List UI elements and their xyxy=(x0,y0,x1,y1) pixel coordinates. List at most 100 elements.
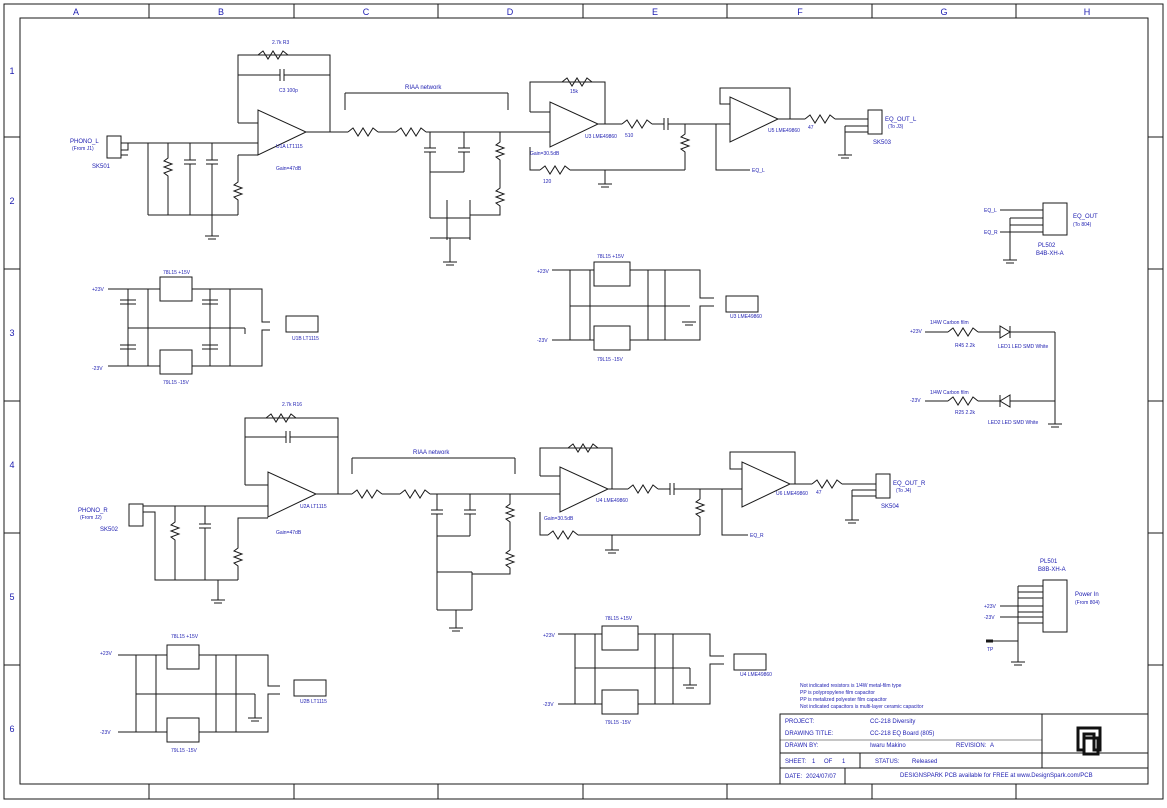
row-label-3: 3 xyxy=(9,328,14,338)
r-120-label: 120 xyxy=(543,179,552,185)
power-in-sub: (From 804) xyxy=(1075,600,1100,606)
project-value: CC-218 Diversity xyxy=(870,719,915,725)
eq-out-l-sub: (To J3) xyxy=(888,124,904,130)
power-block-top-right: 78L15 +15V 79L15 -15V +23V -23V U3 LME49… xyxy=(537,254,762,363)
reg-neg-label-2: 79L15 -15V xyxy=(597,357,624,363)
pl502-block: EQ_L EQ_R EQ_OUT (To 804) PL502 B4B-XH-A xyxy=(984,202,1098,264)
drawn-by-value: Iwaru Makino xyxy=(870,743,906,749)
reg-pos-label-3: 78L15 +15V xyxy=(171,634,199,640)
revision-label: REVISION: xyxy=(956,743,987,749)
riaa-top-label: RIAA network xyxy=(405,85,442,91)
pl501-connector xyxy=(1042,579,1068,633)
pl502-type-label: B4B-XH-A xyxy=(1036,251,1064,257)
power-in-label: Power In xyxy=(1075,592,1099,598)
eq-out-r-sub: (To J4) xyxy=(896,488,912,494)
notes: Not indicated resistors is 1/4W metal-fi… xyxy=(800,683,924,710)
rail-neg-label-3: -23V xyxy=(100,730,111,736)
note-1: Not indicated resistors is 1/4W metal-fi… xyxy=(800,683,902,689)
led-rail-neg: -23V xyxy=(910,398,921,404)
led1-label: LED1 LED SMD White xyxy=(998,344,1049,350)
left-channel-circuit: PHONO_L (From J1) SK501 U1A LT1115 Gain=… xyxy=(70,40,917,266)
gain-bottom-label: Gain=47dB xyxy=(276,530,302,536)
r3-label: 2.7k R3 xyxy=(272,40,289,46)
sheet-total: 1 xyxy=(842,759,846,765)
sk504-connector xyxy=(875,473,891,499)
u4-opamp xyxy=(559,466,610,513)
note-3: PP is metalized polyester film capacitor xyxy=(800,697,887,703)
project-label: PROJECT: xyxy=(785,719,814,725)
eq-l-net-label: EQ_L xyxy=(752,168,765,174)
u2a-opamp xyxy=(267,471,318,518)
sk501-connector xyxy=(106,135,122,159)
r-15k-label: 15k xyxy=(570,89,579,95)
col-label-d: D xyxy=(507,7,514,17)
tp-label: TP xyxy=(987,647,994,653)
resistor-r1 xyxy=(162,143,174,215)
gain-top-label: Gain=47dB xyxy=(276,166,302,172)
eq-out-block-sub: (To 804) xyxy=(1073,222,1092,228)
row-label-1: 1 xyxy=(9,66,14,76)
c3-label: C3 100p xyxy=(279,88,298,94)
reg-pos-label-1: 78L15 +15V xyxy=(163,270,191,276)
status-value: Released xyxy=(912,759,937,765)
r-510-label: 510 xyxy=(625,133,634,139)
sk503-label: SK503 xyxy=(873,140,892,146)
riaa-bottom-label: RIAA network xyxy=(413,450,450,456)
eq-out-l-label: EQ_OUT_L xyxy=(885,117,917,123)
gain-top2-label: Gain=30.5dB xyxy=(530,151,560,157)
phono-r-sub: (From J2) xyxy=(80,515,102,521)
u4-label: U4 LME49860 xyxy=(596,498,628,504)
reg-neg-label-1: 79L15 -15V xyxy=(163,380,190,386)
power-block-top-left: 78L15 +15V 79L15 -15V +23V -23V U1B LT11… xyxy=(92,270,319,386)
u3b-label: U3 LME49860 xyxy=(730,314,762,320)
reg-pos-label-2: 78L15 +15V xyxy=(597,254,625,260)
led-note-2: 1/4W Carbon film xyxy=(930,390,969,396)
u3-opamp xyxy=(549,101,600,148)
pl501-type-label: B8B-XH-A xyxy=(1038,567,1066,573)
pl502-connector xyxy=(1042,202,1068,236)
u4b-label: U4 LME49860 xyxy=(740,672,772,678)
right-channel-circuit: PHONO_R (From J2) SK502 U2A LT1115 Gain=… xyxy=(78,402,926,632)
note-2: PP is polypropylene film capacitor xyxy=(800,690,875,696)
u6-opamp xyxy=(741,461,792,508)
drawing-title-value: CC-218 EQ Board (805) xyxy=(870,731,934,737)
rail-neg-label-4: -23V xyxy=(543,702,554,708)
power-block-bottom-right: 78L15 +15V 79L15 -15V +23V -23V U4 LME49… xyxy=(543,616,772,726)
drawing-title-label: DRAWING TITLE: xyxy=(785,731,834,737)
row-label-2: 2 xyxy=(9,196,14,206)
u1b-block xyxy=(285,315,319,333)
phono-l-sub: (From J1) xyxy=(72,146,94,152)
u6-label: U6 LME49860 xyxy=(776,491,808,497)
sheet-label: SHEET: xyxy=(785,759,806,765)
phono-l-label: PHONO_L xyxy=(70,139,99,145)
eq-r-net-label: EQ_R xyxy=(750,533,764,539)
revision-value: A xyxy=(990,743,994,749)
row-label-4: 4 xyxy=(9,460,14,470)
u5-label: U5 LME49860 xyxy=(768,128,800,134)
pl501-label: PL501 xyxy=(1040,559,1058,565)
note-4: Not indicated capacitors is multi-layer … xyxy=(800,704,924,710)
reg-neg-label-3: 79L15 -15V xyxy=(171,748,198,754)
row-label-6: 6 xyxy=(9,724,14,734)
status-label: STATUS: xyxy=(875,759,900,765)
led-rail-pos: +23V xyxy=(910,329,922,335)
power-block-bottom-left: 78L15 +15V 79L15 -15V +23V -23V U2B LT11… xyxy=(100,634,327,754)
reg-neg-label-4: 79L15 -15V xyxy=(605,720,632,726)
sk501-label: SK501 xyxy=(92,164,111,170)
u3b-block xyxy=(725,295,759,313)
rail-neg-label-1: -23V xyxy=(92,366,103,372)
r47-top-label: 47 xyxy=(808,125,814,131)
pl502-label: PL502 xyxy=(1038,243,1056,249)
designspark-logo-icon xyxy=(1076,726,1102,756)
r16-label: 2.7k R16 xyxy=(282,402,302,408)
sk502-connector xyxy=(128,503,144,527)
rail-pos-label-3: +23V xyxy=(100,651,112,657)
rail-pos-label-1: +23V xyxy=(92,287,104,293)
sheet-of: OF xyxy=(824,759,833,765)
u1a-opamp xyxy=(257,109,308,156)
led1-symbol xyxy=(999,325,1011,339)
reg-pos-label-4: 78L15 +15V xyxy=(605,616,633,622)
sk502-label: SK502 xyxy=(100,527,119,533)
sk503-connector xyxy=(867,109,883,135)
pl501-rail-neg: -23V xyxy=(984,615,995,621)
